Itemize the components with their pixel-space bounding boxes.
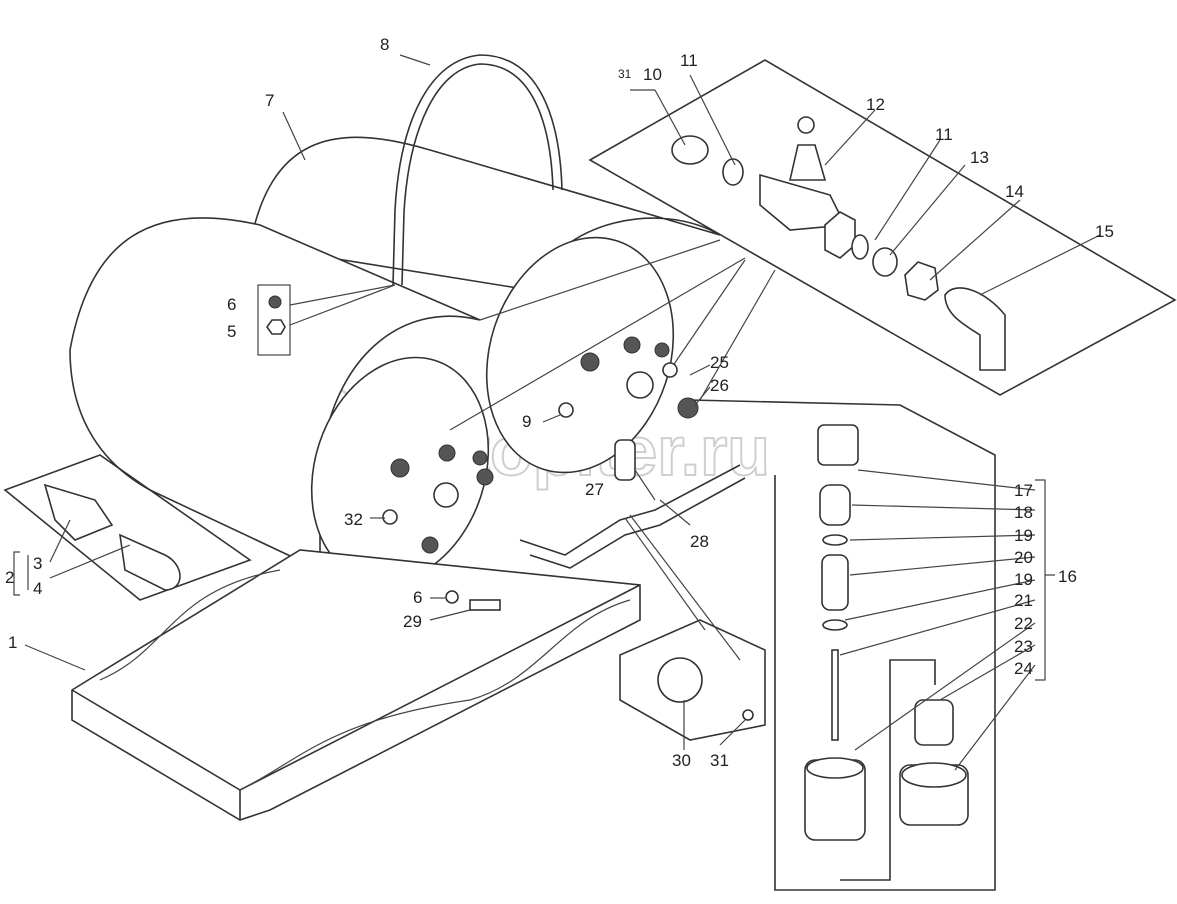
strap xyxy=(392,54,563,286)
label-12: 12 xyxy=(866,95,885,114)
pressure-gauge xyxy=(657,657,703,703)
valve-kit-parts xyxy=(671,116,1006,371)
label-18: 18 xyxy=(1014,503,1033,522)
label-22: 22 xyxy=(1014,614,1033,633)
valve-kit-box xyxy=(588,59,1177,396)
label-14: 14 xyxy=(1005,182,1024,201)
label-17: 17 xyxy=(1014,481,1033,500)
label-7: 7 xyxy=(265,91,274,110)
label-28: 28 xyxy=(690,532,709,551)
leader-lines xyxy=(13,54,1101,771)
label-8: 8 xyxy=(380,35,389,54)
label-32: 32 xyxy=(344,510,363,529)
label-6: 6 xyxy=(227,295,236,314)
air-tank-rear xyxy=(249,136,721,474)
label-9: 9 xyxy=(522,412,531,431)
label-2: 2 xyxy=(5,568,14,587)
label-6b: 6 xyxy=(413,588,422,607)
drain-cock-parts xyxy=(43,483,181,591)
label-27: 27 xyxy=(585,480,604,499)
label-31: 31 xyxy=(710,751,729,770)
label-29: 29 xyxy=(403,612,422,631)
label-15: 15 xyxy=(1095,222,1114,241)
label-10: 10 xyxy=(643,65,662,84)
nut-6 xyxy=(268,295,282,309)
label-3: 3 xyxy=(33,554,42,573)
drain-valve-parts xyxy=(804,424,969,881)
label-19b: 19 xyxy=(1014,570,1033,589)
part-labels: 1 2 3 4 5 6 6 7 8 9 31 10 11 12 11 13 14… xyxy=(5,35,1114,770)
drain-valve-box xyxy=(689,399,996,891)
label-16: 16 xyxy=(1058,567,1077,586)
air-pipe xyxy=(519,464,741,556)
label-20: 20 xyxy=(1014,548,1033,567)
label-23: 23 xyxy=(1014,637,1033,656)
label-11: 11 xyxy=(680,51,698,70)
nut-5 xyxy=(266,319,286,335)
label-1: 1 xyxy=(8,633,17,652)
label-13: 13 xyxy=(970,148,989,167)
bracket-box xyxy=(3,454,252,601)
label-25: 25 xyxy=(710,353,729,372)
gauge-box xyxy=(619,619,766,741)
label-26: 26 xyxy=(710,376,729,395)
label-21: 21 xyxy=(1014,591,1033,610)
mounting-frame xyxy=(71,549,641,821)
label-19: 19 xyxy=(1014,526,1033,545)
label-4: 4 xyxy=(33,579,42,598)
label-31-top: 31 xyxy=(618,67,632,81)
label-5: 5 xyxy=(227,322,236,341)
fastener-box xyxy=(257,284,291,356)
label-24: 24 xyxy=(1014,659,1033,678)
tank-fittings xyxy=(382,336,699,611)
label-30: 30 xyxy=(672,751,691,770)
label-11b: 11 xyxy=(935,125,953,144)
